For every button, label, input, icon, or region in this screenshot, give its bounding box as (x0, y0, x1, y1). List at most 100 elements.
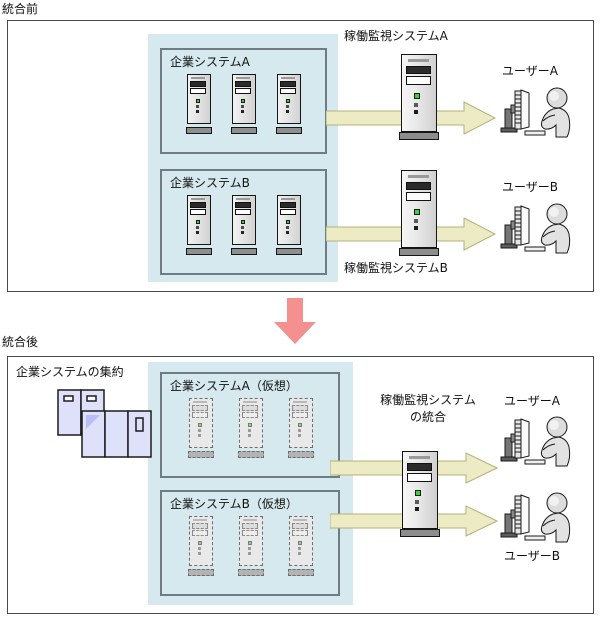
server-panel-icon (280, 209, 296, 215)
server-panel-icon (242, 530, 258, 536)
server-base (188, 451, 214, 458)
server-drive-bay-icon (292, 405, 308, 411)
transition-down-arrow-icon (274, 298, 316, 344)
server-tower (186, 195, 212, 255)
monitoring-server-b (399, 170, 439, 256)
server-dot-icon (196, 110, 199, 113)
server-dot-icon (414, 110, 418, 114)
user-b-label-before: ユーザーB (502, 180, 558, 194)
server-drive-bay-icon (235, 81, 251, 87)
server-dot-icon (286, 105, 289, 108)
virtual-server-tower (188, 516, 214, 576)
server-dot-icon (196, 231, 199, 234)
server-base (288, 451, 314, 458)
user-figure-a-before (500, 87, 571, 138)
server-drive-bay-icon (235, 202, 251, 208)
server-slot-icon (193, 401, 207, 403)
server-dot-icon (414, 219, 418, 223)
server-panel-icon (292, 530, 308, 536)
server-dot-icon (248, 429, 251, 432)
server-dot-icon (286, 226, 289, 229)
server-drive-bay-icon (192, 405, 208, 411)
server-dot-icon (415, 500, 419, 504)
server-slot-icon (236, 198, 250, 200)
server-panel-icon (407, 473, 432, 482)
server-base (238, 569, 264, 576)
server-dot-icon (248, 552, 251, 555)
server-led-icon (286, 220, 290, 224)
server-base (186, 248, 212, 255)
system-box-a-before: 企業システムA (160, 48, 327, 154)
panel-after: 企業システムの集約 企業システムA（仮想） (7, 356, 594, 614)
server-dot-icon (298, 434, 301, 437)
server-panel-icon (235, 209, 251, 215)
server-slot-icon (408, 175, 429, 178)
server-slot-icon (409, 456, 430, 459)
system-box-a-after-label: 企業システムA（仮想） (170, 379, 298, 393)
server-slot-icon (236, 77, 250, 79)
server-dot-icon (248, 547, 251, 550)
server-led-icon (198, 541, 202, 545)
virtual-server-tower (238, 398, 264, 458)
panel-before: 企業システムA (7, 20, 594, 292)
server-drive-bay-icon (292, 523, 308, 529)
user-figure-b-after (500, 492, 571, 543)
server-led-icon (196, 99, 200, 103)
server-panel-icon (406, 192, 431, 201)
server-slot-icon (193, 519, 207, 521)
consolidation-label: 企業システムの集約 (16, 365, 124, 379)
server-led-icon (241, 220, 245, 224)
server-slot-icon (243, 519, 257, 521)
server-led-icon (198, 423, 202, 427)
user-a-label-after: ユーザーA (504, 394, 560, 408)
server-dot-icon (298, 429, 301, 432)
system-box-b-after-label: 企業システムB（仮想） (170, 497, 298, 511)
section-title-after: 統合後 (2, 335, 39, 349)
monitor-unified-label-line2: の統合 (409, 410, 446, 424)
server-dot-icon (198, 552, 201, 555)
server-dot-icon (298, 552, 301, 555)
server-cluster-icon (57, 389, 152, 458)
server-slot-icon (293, 519, 307, 521)
server-tower (276, 195, 302, 255)
virtual-server-tower (238, 516, 264, 576)
monitor-a-label: 稼働監視システムA (344, 29, 448, 43)
server-panel-icon (292, 412, 308, 418)
server-dot-icon (241, 105, 244, 108)
user-a-label-before: ユーザーA (502, 64, 558, 78)
server-led-icon (286, 99, 290, 103)
server-panel-icon (235, 88, 251, 94)
server-led-icon (415, 490, 421, 496)
server-base (238, 451, 264, 458)
server-dot-icon (286, 231, 289, 234)
server-base (276, 248, 302, 255)
server-tower (231, 74, 257, 134)
server-drive-bay-icon (242, 405, 258, 411)
virtual-server-tower (188, 398, 214, 458)
virtual-server-tower (288, 516, 314, 576)
user-figure-b-before (500, 203, 571, 254)
user-figure-a-after (500, 416, 571, 467)
server-dot-icon (196, 105, 199, 108)
server-panel-icon (190, 209, 206, 215)
server-drive-bay-icon (406, 182, 431, 190)
server-panel-icon (190, 88, 206, 94)
server-drive-bay-icon (406, 66, 431, 74)
server-panel-icon (280, 88, 296, 94)
server-panel-icon (192, 530, 208, 536)
system-box-b-before-label: 企業システムB (170, 176, 250, 190)
server-dot-icon (248, 434, 251, 437)
monitor-unified-label-line1: 稼働監視システム (380, 393, 476, 407)
server-drive-bay-icon (192, 523, 208, 529)
server-panel-icon (406, 76, 431, 85)
server-base (231, 127, 257, 134)
server-led-icon (248, 541, 252, 545)
user-b-label-after: ユーザーB (504, 549, 560, 563)
system-box-a-before-label: 企業システムA (170, 55, 250, 69)
server-slot-icon (281, 198, 295, 200)
server-dot-icon (286, 110, 289, 113)
system-box-b-after: 企業システムB（仮想） (160, 490, 340, 596)
server-dot-icon (241, 226, 244, 229)
server-dot-icon (198, 429, 201, 432)
